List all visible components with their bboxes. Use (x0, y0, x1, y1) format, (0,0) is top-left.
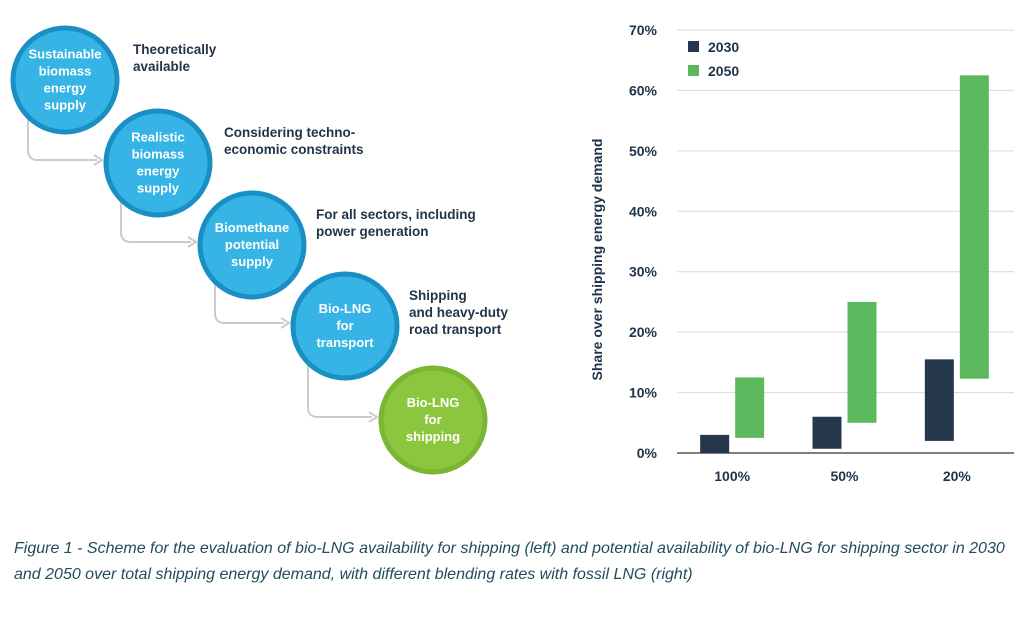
step-label-line: biomass (132, 147, 185, 162)
legend-label: 2050 (708, 63, 739, 79)
step-label-line: transport (316, 335, 374, 350)
y-tick-label: 70% (629, 22, 658, 38)
scheme-diagram: Sustainable biomass energy supply Theoretica… (10, 25, 509, 475)
step-4: Bio-LNG for transport Shipping and heavy-dut… (290, 271, 509, 381)
step-note-line: road transport (409, 322, 502, 337)
step-circle (197, 190, 307, 300)
step-note-line: available (133, 59, 191, 74)
step-note-line: Considering techno- (224, 125, 355, 140)
step-label-line: supply (231, 254, 274, 269)
legend-swatch (688, 65, 699, 76)
step-label-line: Bio-LNG (319, 301, 372, 316)
step-label-line: for (336, 318, 353, 333)
y-axis-label: Share over shipping energy demand (589, 139, 605, 381)
step-1: Sustainable biomass energy supply Theoretica… (10, 25, 217, 135)
arrowhead (280, 317, 291, 329)
arrowhead (368, 411, 379, 423)
step-note-line: For all sectors, including (316, 207, 476, 222)
connector-arrow (27, 118, 97, 161)
step-circle (103, 108, 213, 218)
bar-2050-100% (735, 377, 765, 438)
step-label-line: for (424, 412, 441, 427)
step-2: Realistic biomass energy supply Considering … (103, 108, 364, 218)
step-circle (290, 271, 400, 381)
step-label-line: energy (137, 164, 180, 179)
step-note-line: Theoretically (133, 42, 217, 57)
y-tick-label: 30% (629, 264, 658, 280)
step-label-line: Sustainable (29, 47, 102, 62)
connector-arrow (120, 201, 191, 243)
y-tick-label: 50% (629, 143, 658, 159)
figure-caption: Figure 1 - Scheme for the evaluation of … (14, 540, 1005, 583)
step-note-line: power generation (316, 224, 429, 239)
step-3: Biomethane potential supply For all sectors… (197, 190, 476, 300)
step-label-line: potential (225, 237, 279, 252)
step-label-line: biomass (39, 64, 92, 79)
step-5: Bio-LNG for shipping (378, 365, 488, 475)
availability-chart: 0% 10% 20% 30% 40% 50% 60% 70% Share over shippi… (589, 22, 1014, 484)
connector-arrow (214, 283, 284, 324)
step-circle (378, 365, 488, 475)
x-tick-label: 50% (830, 468, 859, 484)
arrowhead (187, 236, 198, 248)
arrowhead (93, 154, 104, 166)
step-note-line: Shipping (409, 288, 467, 303)
step-note-line: economic constraints (224, 142, 364, 157)
x-tick-label: 20% (943, 468, 972, 484)
step-label-line: shipping (406, 429, 460, 444)
step-label-line: supply (44, 98, 87, 113)
y-tick-label: 40% (629, 203, 658, 219)
legend-swatch (688, 41, 699, 52)
bar-2030-20% (924, 359, 954, 441)
bar-2030-50% (812, 416, 842, 449)
connector-arrow (307, 364, 372, 418)
step-label-line: Biomethane (215, 220, 289, 235)
y-tick-label: 10% (629, 385, 658, 401)
bar-2030-100% (700, 434, 730, 453)
step-label-line: energy (44, 81, 87, 96)
step-circle (10, 25, 120, 135)
step-label-line: supply (137, 181, 180, 196)
y-tick-label: 60% (629, 82, 658, 98)
step-label-line: Realistic (131, 130, 184, 145)
legend-label: 2030 (708, 39, 739, 55)
x-tick-label: 100% (714, 468, 750, 484)
y-tick-label: 0% (637, 445, 658, 461)
step-label-line: Bio-LNG (407, 395, 460, 410)
bar-2050-50% (847, 301, 877, 423)
step-note-line: and heavy-duty (409, 305, 509, 320)
y-tick-label: 20% (629, 324, 658, 340)
bar-2050-20% (959, 75, 989, 379)
